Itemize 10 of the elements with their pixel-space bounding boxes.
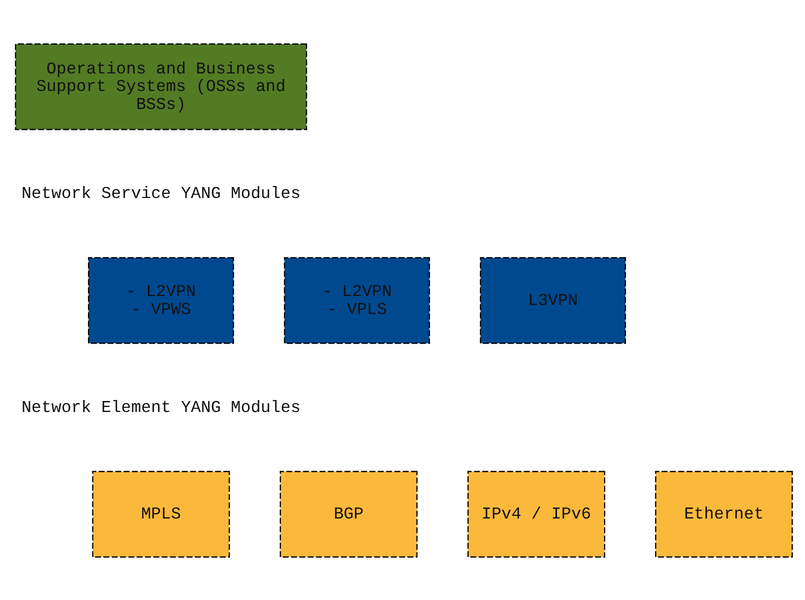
node-box: - L2VPN - VPLS (283, 256, 430, 344)
node-box: MPLS (92, 470, 230, 558)
node-box: IPv4 / IPv6 (466, 470, 605, 558)
node-box: - L2VPN - VPWS (87, 256, 234, 344)
node-box: BGP (279, 470, 418, 558)
label: Network Element YANG Modules (20, 397, 300, 416)
node-box: Operations and Business Support Systems (OSSs and BSSs) (14, 42, 307, 130)
label: Network Service YANG Modules (20, 184, 300, 203)
node-box: Ethernet (654, 470, 792, 558)
node-box: L3VPN (479, 256, 626, 344)
